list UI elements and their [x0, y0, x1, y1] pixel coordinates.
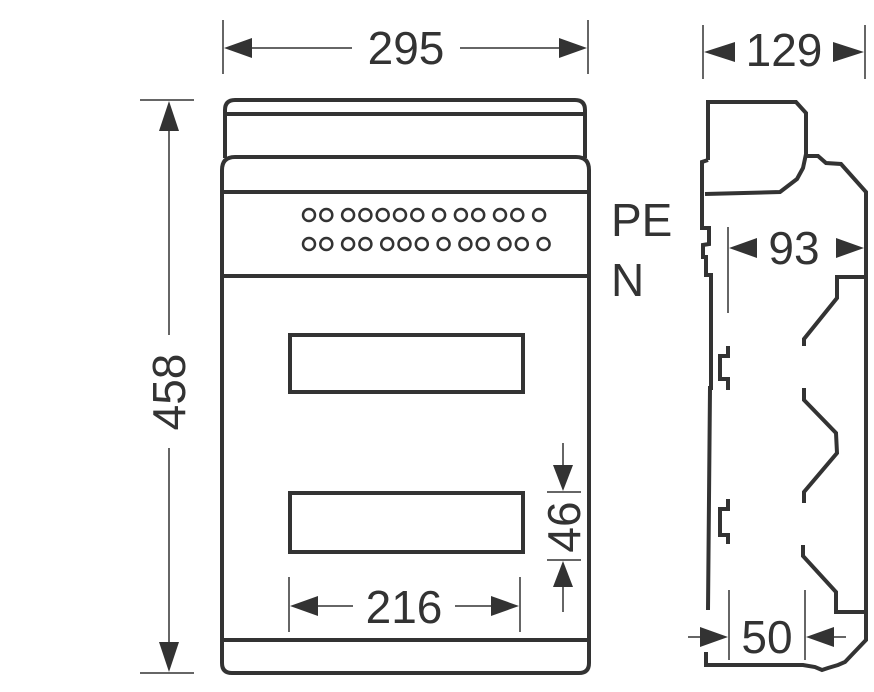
clip-hook-2	[718, 499, 730, 544]
terminal-pe-icon	[453, 207, 469, 223]
terminal-n-icon	[358, 236, 373, 252]
terminal-n-icon	[301, 236, 317, 252]
dim-text-458: 458	[143, 354, 195, 431]
dimension-width-295: 295	[222, 20, 589, 74]
terminal-n-icon	[397, 236, 412, 252]
terminal-pe-icon	[510, 207, 525, 223]
clip-hook-1	[718, 346, 730, 390]
arrow-left-icon	[224, 38, 252, 58]
dim-text-216: 216	[366, 581, 443, 633]
terminal-pe-icon	[358, 207, 373, 223]
arrow-right-icon	[833, 42, 864, 62]
arrow-down-icon	[159, 642, 179, 672]
dim-text-295: 295	[368, 22, 445, 74]
arrow-down-icon	[553, 465, 573, 491]
terminal-n-icon	[379, 236, 395, 252]
arrow-left-icon	[729, 238, 757, 258]
terminal-pe-icon	[375, 207, 390, 223]
side-top-cap	[704, 100, 808, 196]
terminal-rows	[301, 207, 551, 252]
terminal-pe-icon	[340, 207, 356, 223]
terminal-n-icon	[436, 236, 451, 252]
terminal-pe-icon	[301, 207, 317, 223]
terminal-pe-icon	[492, 207, 508, 223]
dimension-inner-depth-93: 93	[727, 222, 864, 313]
breaker-window-2	[288, 491, 525, 554]
arrow-up-icon	[553, 561, 573, 587]
front-body	[220, 155, 591, 675]
arrow-left-icon	[704, 42, 735, 62]
terminal-pe-icon	[431, 207, 447, 223]
arrow-left-icon	[290, 596, 318, 616]
terminal-n-icon	[319, 236, 334, 252]
terminal-pe-icon	[470, 207, 486, 223]
terminal-n-icon	[497, 236, 512, 252]
dimension-height-458: 458	[140, 99, 195, 674]
breaker-window-1	[288, 333, 525, 394]
side-front-profile	[700, 158, 713, 611]
arrow-up-icon	[159, 101, 179, 131]
arrow-left-icon	[806, 627, 834, 647]
terminal-pe-icon	[319, 207, 334, 223]
side-din-rail-profile	[802, 275, 866, 346]
terminal-n-icon	[340, 236, 356, 252]
arrow-right-icon	[559, 38, 587, 58]
side-view	[700, 100, 868, 673]
front-view	[220, 98, 591, 675]
terminal-n-icon	[514, 236, 530, 252]
label-n: N	[611, 254, 644, 306]
front-top-cover	[223, 98, 587, 158]
side-din-rail-profile-3	[801, 545, 866, 614]
side-din-rail-profile-2	[802, 388, 840, 503]
terminal-n-icon	[475, 236, 490, 252]
dimension-depth-129: 129	[702, 24, 866, 79]
dim-text-50: 50	[741, 611, 792, 663]
arrow-right-icon	[491, 596, 519, 616]
side-outer-profile	[704, 154, 868, 673]
dimension-window-height-46: 46	[538, 443, 590, 612]
arrow-right-icon	[836, 238, 864, 258]
terminal-pe-icon	[531, 207, 547, 223]
dim-text-129: 129	[746, 24, 823, 76]
dim-text-93: 93	[768, 222, 819, 274]
terminal-pe-icon	[410, 207, 425, 223]
dim-text-46: 46	[538, 501, 590, 552]
terminal-n-icon	[458, 236, 473, 252]
terminal-n-icon	[536, 236, 551, 252]
label-pe: PE	[611, 194, 672, 246]
dimension-window-width-216: 216	[288, 577, 521, 633]
arrow-right-icon	[700, 627, 728, 647]
terminal-pe-icon	[392, 207, 408, 223]
dimension-rail-offset-50: 50	[688, 590, 846, 663]
terminal-n-icon	[414, 236, 430, 252]
